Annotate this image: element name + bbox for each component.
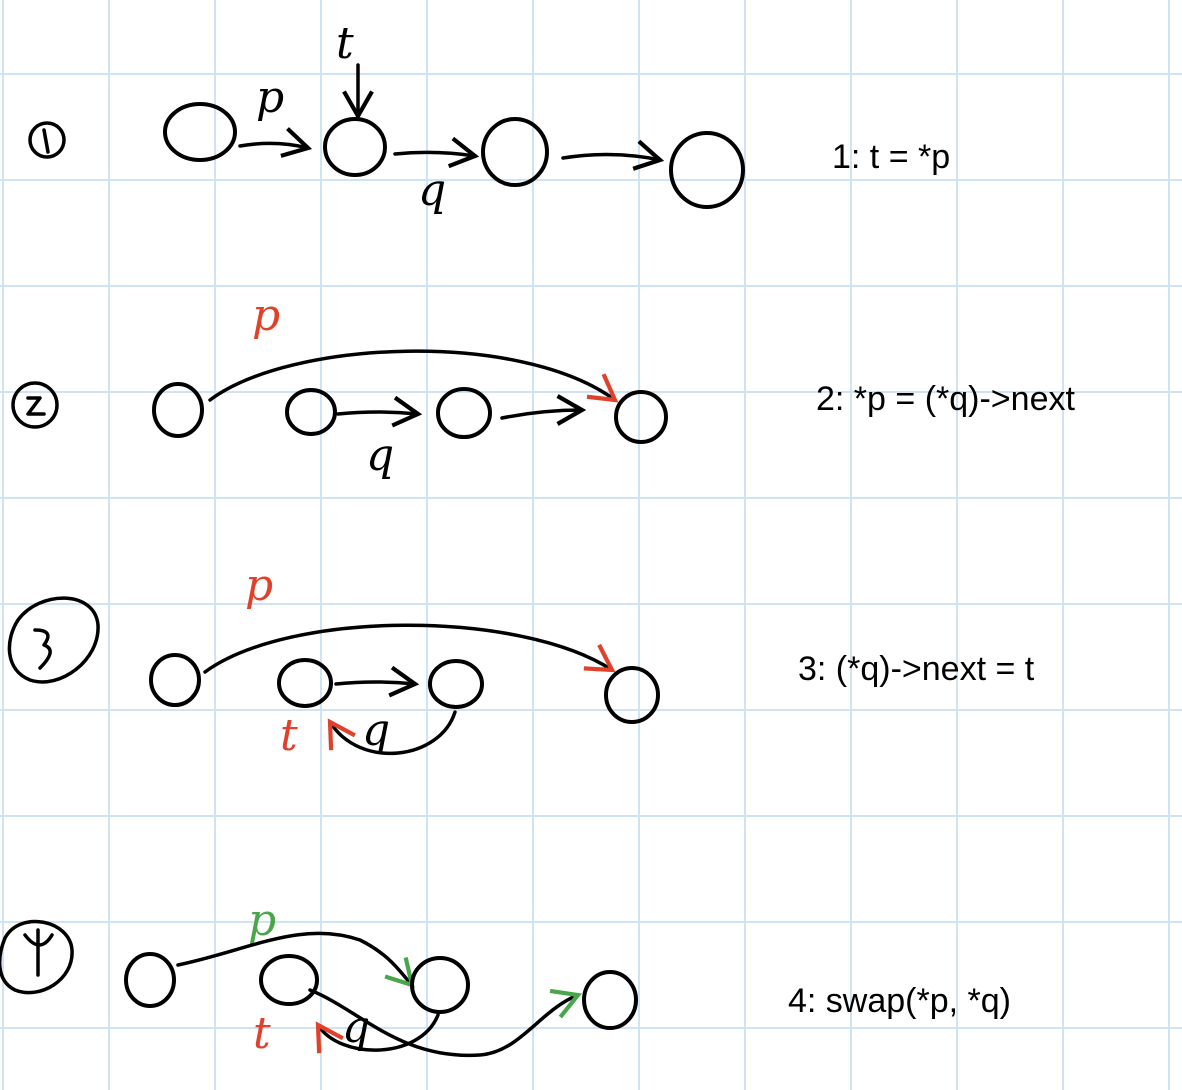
pointer-label-t-red: t (253, 1008, 271, 1059)
list-node (428, 659, 484, 709)
list-node (436, 387, 492, 439)
next-arrow (500, 394, 587, 426)
red-q-next-arrow (327, 710, 457, 756)
pointer-label-p: p (256, 72, 284, 123)
next-arrow (393, 136, 480, 169)
pointer-label-t-red: t (280, 710, 298, 761)
step-number-1 (28, 121, 66, 159)
next-arrow (561, 139, 665, 171)
step-4-diagram: p t q (0, 895, 638, 1059)
pointer-label-t: t (336, 18, 354, 69)
step-number-4 (0, 919, 74, 995)
list-node (163, 102, 237, 162)
step-1-diagram: p t q (28, 18, 745, 216)
next-arrow (334, 665, 420, 698)
step-2-code: 2: *p = (*q)->next (816, 380, 1075, 418)
green-p-arrow (176, 931, 415, 989)
list-node (285, 388, 337, 436)
list-node (410, 956, 470, 1014)
list-node (614, 390, 668, 444)
list-node (149, 653, 201, 707)
next-arrow (336, 395, 423, 428)
pointer-label-p-red: p (245, 560, 273, 611)
pointer-label-q: q (366, 430, 394, 481)
list-node (582, 970, 638, 1030)
list-node (669, 131, 745, 209)
pointer-label-q: q (362, 705, 390, 756)
pointer-label-q: q (418, 165, 446, 216)
list-node (259, 954, 319, 1006)
pointer-label-q: q (342, 1002, 370, 1053)
step-3-diagram: p t q (7, 560, 660, 761)
list-node (323, 117, 387, 177)
step-4-code: 4: swap(*p, *q) (788, 982, 1011, 1020)
next-arrow (238, 127, 313, 158)
red-q-next-arrow (315, 1013, 440, 1054)
list-node (124, 952, 176, 1008)
step-1-code: 1: t = *p (832, 138, 951, 176)
red-p-arrow (203, 623, 616, 674)
list-node (277, 658, 333, 708)
pointer-label-p-red: p (252, 290, 280, 341)
list-node (604, 666, 660, 724)
red-p-arrow (208, 349, 619, 403)
list-node (481, 117, 549, 187)
step-number-2 (11, 381, 59, 429)
green-q-arrow (308, 988, 582, 1058)
step-number-3 (7, 596, 100, 684)
step-3-code: 3: (*q)->next = t (798, 650, 1035, 688)
step-2-diagram: p q (11, 290, 668, 481)
pointer-label-p-green: p (248, 895, 276, 946)
list-node (152, 382, 204, 438)
